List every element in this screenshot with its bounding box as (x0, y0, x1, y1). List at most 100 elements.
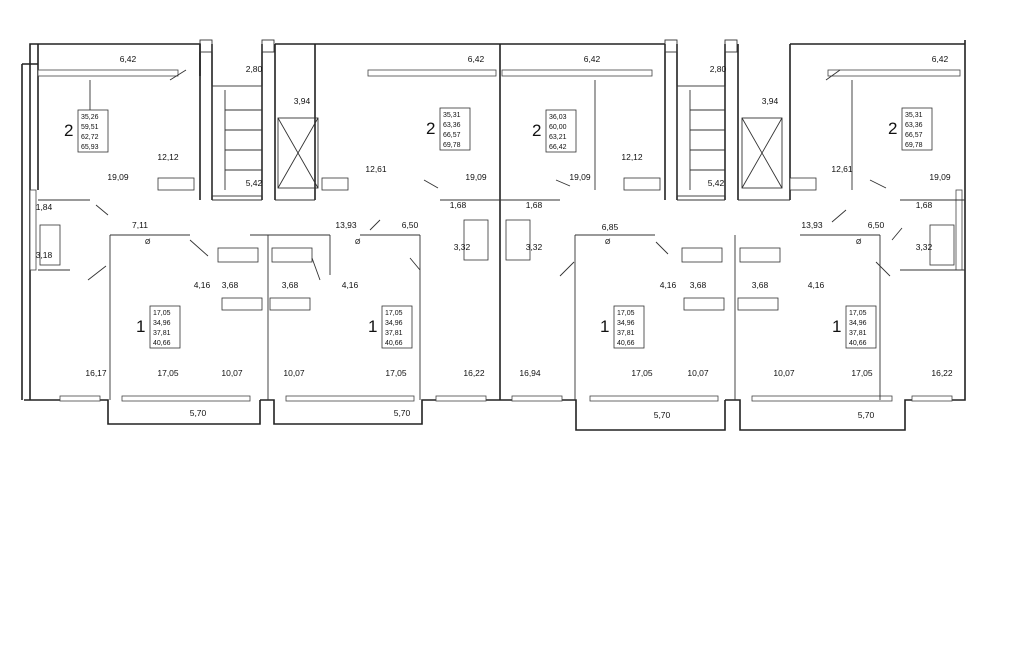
room-area-label: 10,07 (773, 368, 795, 378)
area-value: 66,57 (905, 132, 923, 139)
area-value: 37,81 (849, 330, 867, 337)
room-area-label: 12,61 (365, 164, 387, 174)
room-area-label: 12,61 (831, 164, 853, 174)
stair-cores (199, 39, 783, 197)
room-area-label: 6,42 (120, 54, 137, 64)
room-area-label: 4,16 (194, 280, 211, 290)
area-box (149, 305, 181, 349)
area-value: 40,66 (617, 340, 635, 347)
area-value: 37,81 (385, 330, 403, 337)
area-value: 59,51 (81, 124, 99, 131)
room-area-label: 1,68 (916, 200, 933, 210)
room-area-label: 13,93 (335, 220, 357, 230)
room-area-label: 2,80 (710, 64, 727, 74)
room-area-label: 17,05 (157, 368, 179, 378)
room-area-label: 3,68 (690, 280, 707, 290)
area-value: 36,03 (549, 114, 567, 121)
area-box (381, 305, 413, 349)
room-count: 2 (64, 121, 73, 140)
room-area-label: 3,18 (36, 250, 53, 260)
room-area-label: 4,16 (342, 280, 359, 290)
area-value: 34,96 (385, 320, 403, 327)
area-value: 40,66 (153, 340, 171, 347)
area-box (439, 107, 471, 151)
room-area-label: 5,70 (394, 408, 411, 418)
apartment-tag: 1 17,05 34,96 37,81 40,66 (832, 305, 877, 349)
room-area-label: 4,16 (660, 280, 677, 290)
room-area-label: 5,70 (858, 410, 875, 420)
room-area-label: 6,50 (868, 220, 885, 230)
area-value: 69,78 (443, 142, 461, 149)
room-area-label: 19,09 (569, 172, 591, 182)
room-area-label: 16,22 (931, 368, 953, 378)
diameter-marker: Ø (145, 239, 151, 246)
area-value: 35,26 (81, 114, 99, 121)
room-area-label: 12,12 (621, 152, 643, 162)
room-area-label: 10,07 (283, 368, 305, 378)
area-value: 17,05 (153, 310, 171, 317)
diameter-marker: Ø (605, 239, 611, 246)
room-count: 2 (426, 119, 435, 138)
diameter-marker: Ø (355, 239, 361, 246)
room-count: 1 (600, 317, 609, 336)
room-count: 1 (368, 317, 377, 336)
area-box (613, 305, 645, 349)
room-area-label: 5,70 (654, 410, 671, 420)
room-area-label: 16,17 (85, 368, 107, 378)
room-area-label: 6,85 (602, 222, 619, 232)
room-area-label: 1,68 (450, 200, 467, 210)
room-area-label: 6,42 (932, 54, 949, 64)
room-area-label: 3,32 (526, 242, 543, 252)
room-area-label: 13,93 (801, 220, 823, 230)
interior-walls (38, 80, 965, 400)
room-area-label: 6,50 (402, 220, 419, 230)
room-area-label: 17,05 (631, 368, 653, 378)
room-area-label: 19,09 (929, 172, 951, 182)
room-count: 2 (888, 119, 897, 138)
area-value: 69,78 (905, 142, 923, 149)
area-value: 63,21 (549, 134, 567, 141)
windows (29, 69, 963, 402)
room-area-label: 1,68 (526, 200, 543, 210)
room-area-label: 5,42 (246, 178, 263, 188)
area-value: 17,05 (617, 310, 635, 317)
area-value: 66,57 (443, 132, 461, 139)
room-area-label: 12,12 (157, 152, 179, 162)
room-area-label: 16,94 (519, 368, 541, 378)
area-value: 17,05 (385, 310, 403, 317)
room-area-label: 6,42 (468, 54, 485, 64)
fixtures (39, 177, 955, 311)
area-value: 60,00 (549, 124, 567, 131)
room-area-label: 19,09 (107, 172, 129, 182)
room-area-label: 16,22 (463, 368, 485, 378)
area-value: 63,36 (905, 122, 923, 129)
room-area-label: 3,32 (916, 242, 933, 252)
area-value: 40,66 (385, 340, 403, 347)
room-area-label: 4,16 (808, 280, 825, 290)
diameter-marker: Ø (856, 239, 862, 246)
room-area-label: 3,94 (762, 96, 779, 106)
room-area-label: 3,32 (454, 242, 471, 252)
area-value: 34,96 (153, 320, 171, 327)
area-value: 34,96 (849, 320, 867, 327)
area-value: 17,05 (849, 310, 867, 317)
room-area-label: 3,68 (222, 280, 239, 290)
doors (87, 69, 903, 281)
area-value: 40,66 (849, 340, 867, 347)
area-value: 34,96 (617, 320, 635, 327)
area-value: 37,81 (153, 330, 171, 337)
room-area-label: 2,80 (246, 64, 263, 74)
room-area-label: 3,68 (282, 280, 299, 290)
room-area-label: 10,07 (221, 368, 243, 378)
room-area-label: 17,05 (851, 368, 873, 378)
room-area-label: 1,84 (36, 202, 53, 212)
apartment-tags: 235,2659,5162,7265,93235,3163,3666,5769,… (64, 107, 933, 349)
room-area-label: 5,70 (190, 408, 207, 418)
room-count: 1 (832, 317, 841, 336)
area-value: 66,42 (549, 144, 567, 151)
